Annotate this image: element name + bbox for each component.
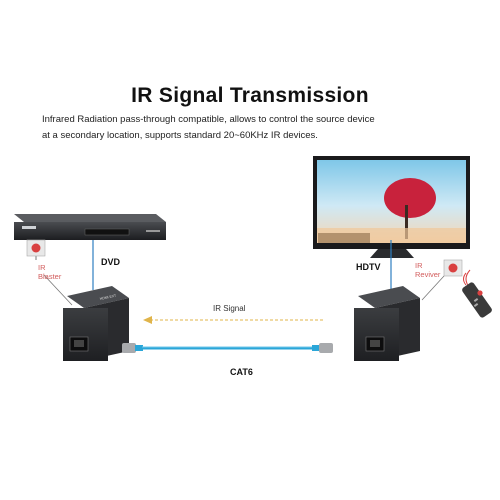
cat6-cable [122,343,333,353]
ir-receiver-label-line: Reviver [415,270,441,279]
ir-receiver-label: IR Reviver [415,261,440,279]
receiver-box [354,286,420,361]
dvd-player [14,214,166,240]
hdtv [313,156,470,258]
ir-blaster-cable [43,274,73,306]
transmitter-box: HDMI EXT [63,286,129,361]
hdtv-label: HDTV [356,262,381,272]
description: Infrared Radiation pass-through compatib… [42,112,482,144]
remote-control-icon [462,282,492,318]
ir-receiver-sensor [421,259,463,301]
ir-receiver-label-line: IR [415,261,423,270]
ir-blaster-label-line: IR [38,263,46,272]
ir-signal-label: IR Signal [213,304,246,313]
description-line: Infrared Radiation pass-through compatib… [42,114,375,125]
page-title: IR Signal Transmission [131,84,369,107]
ir-signal-arrow [143,316,324,324]
cat6-label: CAT6 [230,367,253,377]
ir-blaster-label: IR Blaster [38,263,61,281]
ir-blaster-sensor [26,239,46,260]
description-line: at a secondary location, supports standa… [42,130,318,141]
dvd-label: DVD [101,257,121,267]
ir-blaster-label-line: Blaster [38,272,62,281]
svg-text:HDMI EXT: HDMI EXT [99,293,117,301]
